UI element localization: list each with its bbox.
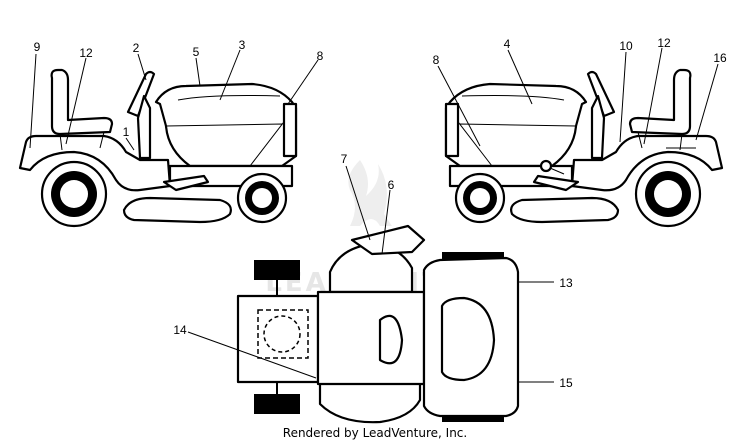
callout-4: 4 [504,37,511,51]
callout-10: 10 [619,39,633,53]
callout-2: 2 [133,41,140,55]
callout-16: 16 [713,51,727,65]
callout-5: 5 [193,45,200,59]
callout-15: 15 [559,376,573,390]
callout-labels: 9 12 2 5 3 8 1 8 4 10 12 16 7 6 13 15 14 [34,36,727,390]
callout-8-left: 8 [317,49,324,63]
callout-3: 3 [239,38,246,52]
top-view [236,224,520,424]
right-side-view [444,68,724,228]
callout-14: 14 [173,323,187,337]
callout-13: 13 [559,276,573,290]
callout-12-left: 12 [79,46,93,60]
callout-7: 7 [341,152,348,166]
callout-12-right: 12 [657,36,671,50]
callout-1: 1 [123,125,130,139]
credit-line: Rendered by LeadVenture, Inc. [283,426,467,440]
leader-lines [29,47,719,383]
callout-8-right: 8 [433,53,440,67]
left-side-view [18,68,298,228]
callout-9: 9 [34,40,41,54]
callout-6: 6 [388,178,395,192]
